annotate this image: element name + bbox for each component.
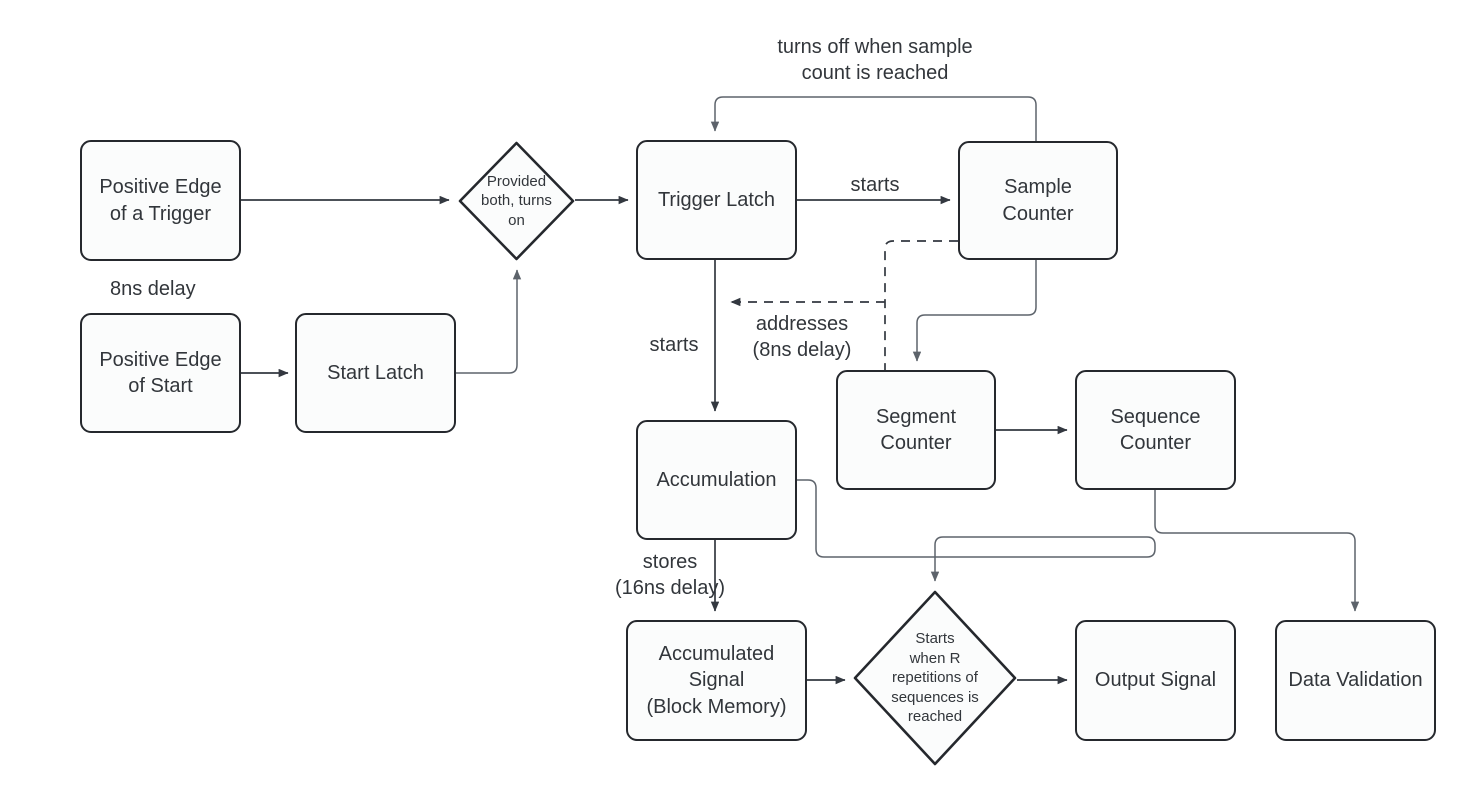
node-positive-edge-of-start[interactable]: Positive Edge of Start: [80, 313, 241, 433]
wire-addresses-dashed-vertical: [884, 240, 958, 370]
node-start-latch[interactable]: Start Latch: [295, 313, 456, 433]
node-trigger-latch[interactable]: Trigger Latch: [636, 140, 797, 260]
diamond-shape-decision-starts-when-r: [853, 590, 1017, 766]
edge-label-stores-16ns-delay: stores (16ns delay): [614, 551, 726, 599]
node-accumulated-signal[interactable]: Accumulated Signal (Block Memory): [626, 620, 807, 741]
edge-label-starts-accumulation: starts: [649, 334, 699, 356]
node-starts-when-r-repetitions[interactable]: Starts when R repetitions of sequences i…: [853, 590, 1017, 766]
node-provided-both-label: Provided both, turns on: [481, 172, 552, 229]
node-data-validation[interactable]: Data Validation: [1275, 620, 1436, 741]
wire-accumulation-decision-drop: [930, 536, 1156, 582]
diamond-shape-decision-provided-both: [458, 141, 575, 261]
wire-sequencecounter-to-datavalidation: [1154, 490, 1360, 612]
edge-label-turns-off-when-sample-count: turns off when sample count is reached: [777, 36, 973, 84]
edge-label-8ns-delay: 8ns delay: [110, 278, 196, 300]
node-segment-counter[interactable]: Segment Counter: [836, 370, 996, 490]
wire-startlatch-to-decision: [456, 269, 522, 374]
node-starts-when-r-label: Starts when R repetitions of sequences i…: [891, 630, 979, 726]
wire-samplecounter-feedback-triggerlatch: [710, 96, 1037, 141]
wire-samplecounter-to-segmentcounter: [912, 260, 1037, 362]
node-provided-both-turns-on[interactable]: Provided both, turns on: [458, 141, 575, 261]
node-sample-counter[interactable]: Sample Counter: [958, 141, 1118, 260]
edge-label-starts-sample-counter: starts: [850, 174, 900, 196]
node-sequence-counter[interactable]: Sequence Counter: [1075, 370, 1236, 490]
node-accumulation[interactable]: Accumulation: [636, 420, 797, 540]
node-output-signal[interactable]: Output Signal: [1075, 620, 1236, 741]
edge-label-addresses-8ns-delay: addresses (8ns delay): [752, 313, 852, 361]
wire-accumulation-to-decision: [797, 479, 1156, 558]
node-positive-edge-of-a-trigger[interactable]: Positive Edge of a Trigger: [80, 140, 241, 261]
